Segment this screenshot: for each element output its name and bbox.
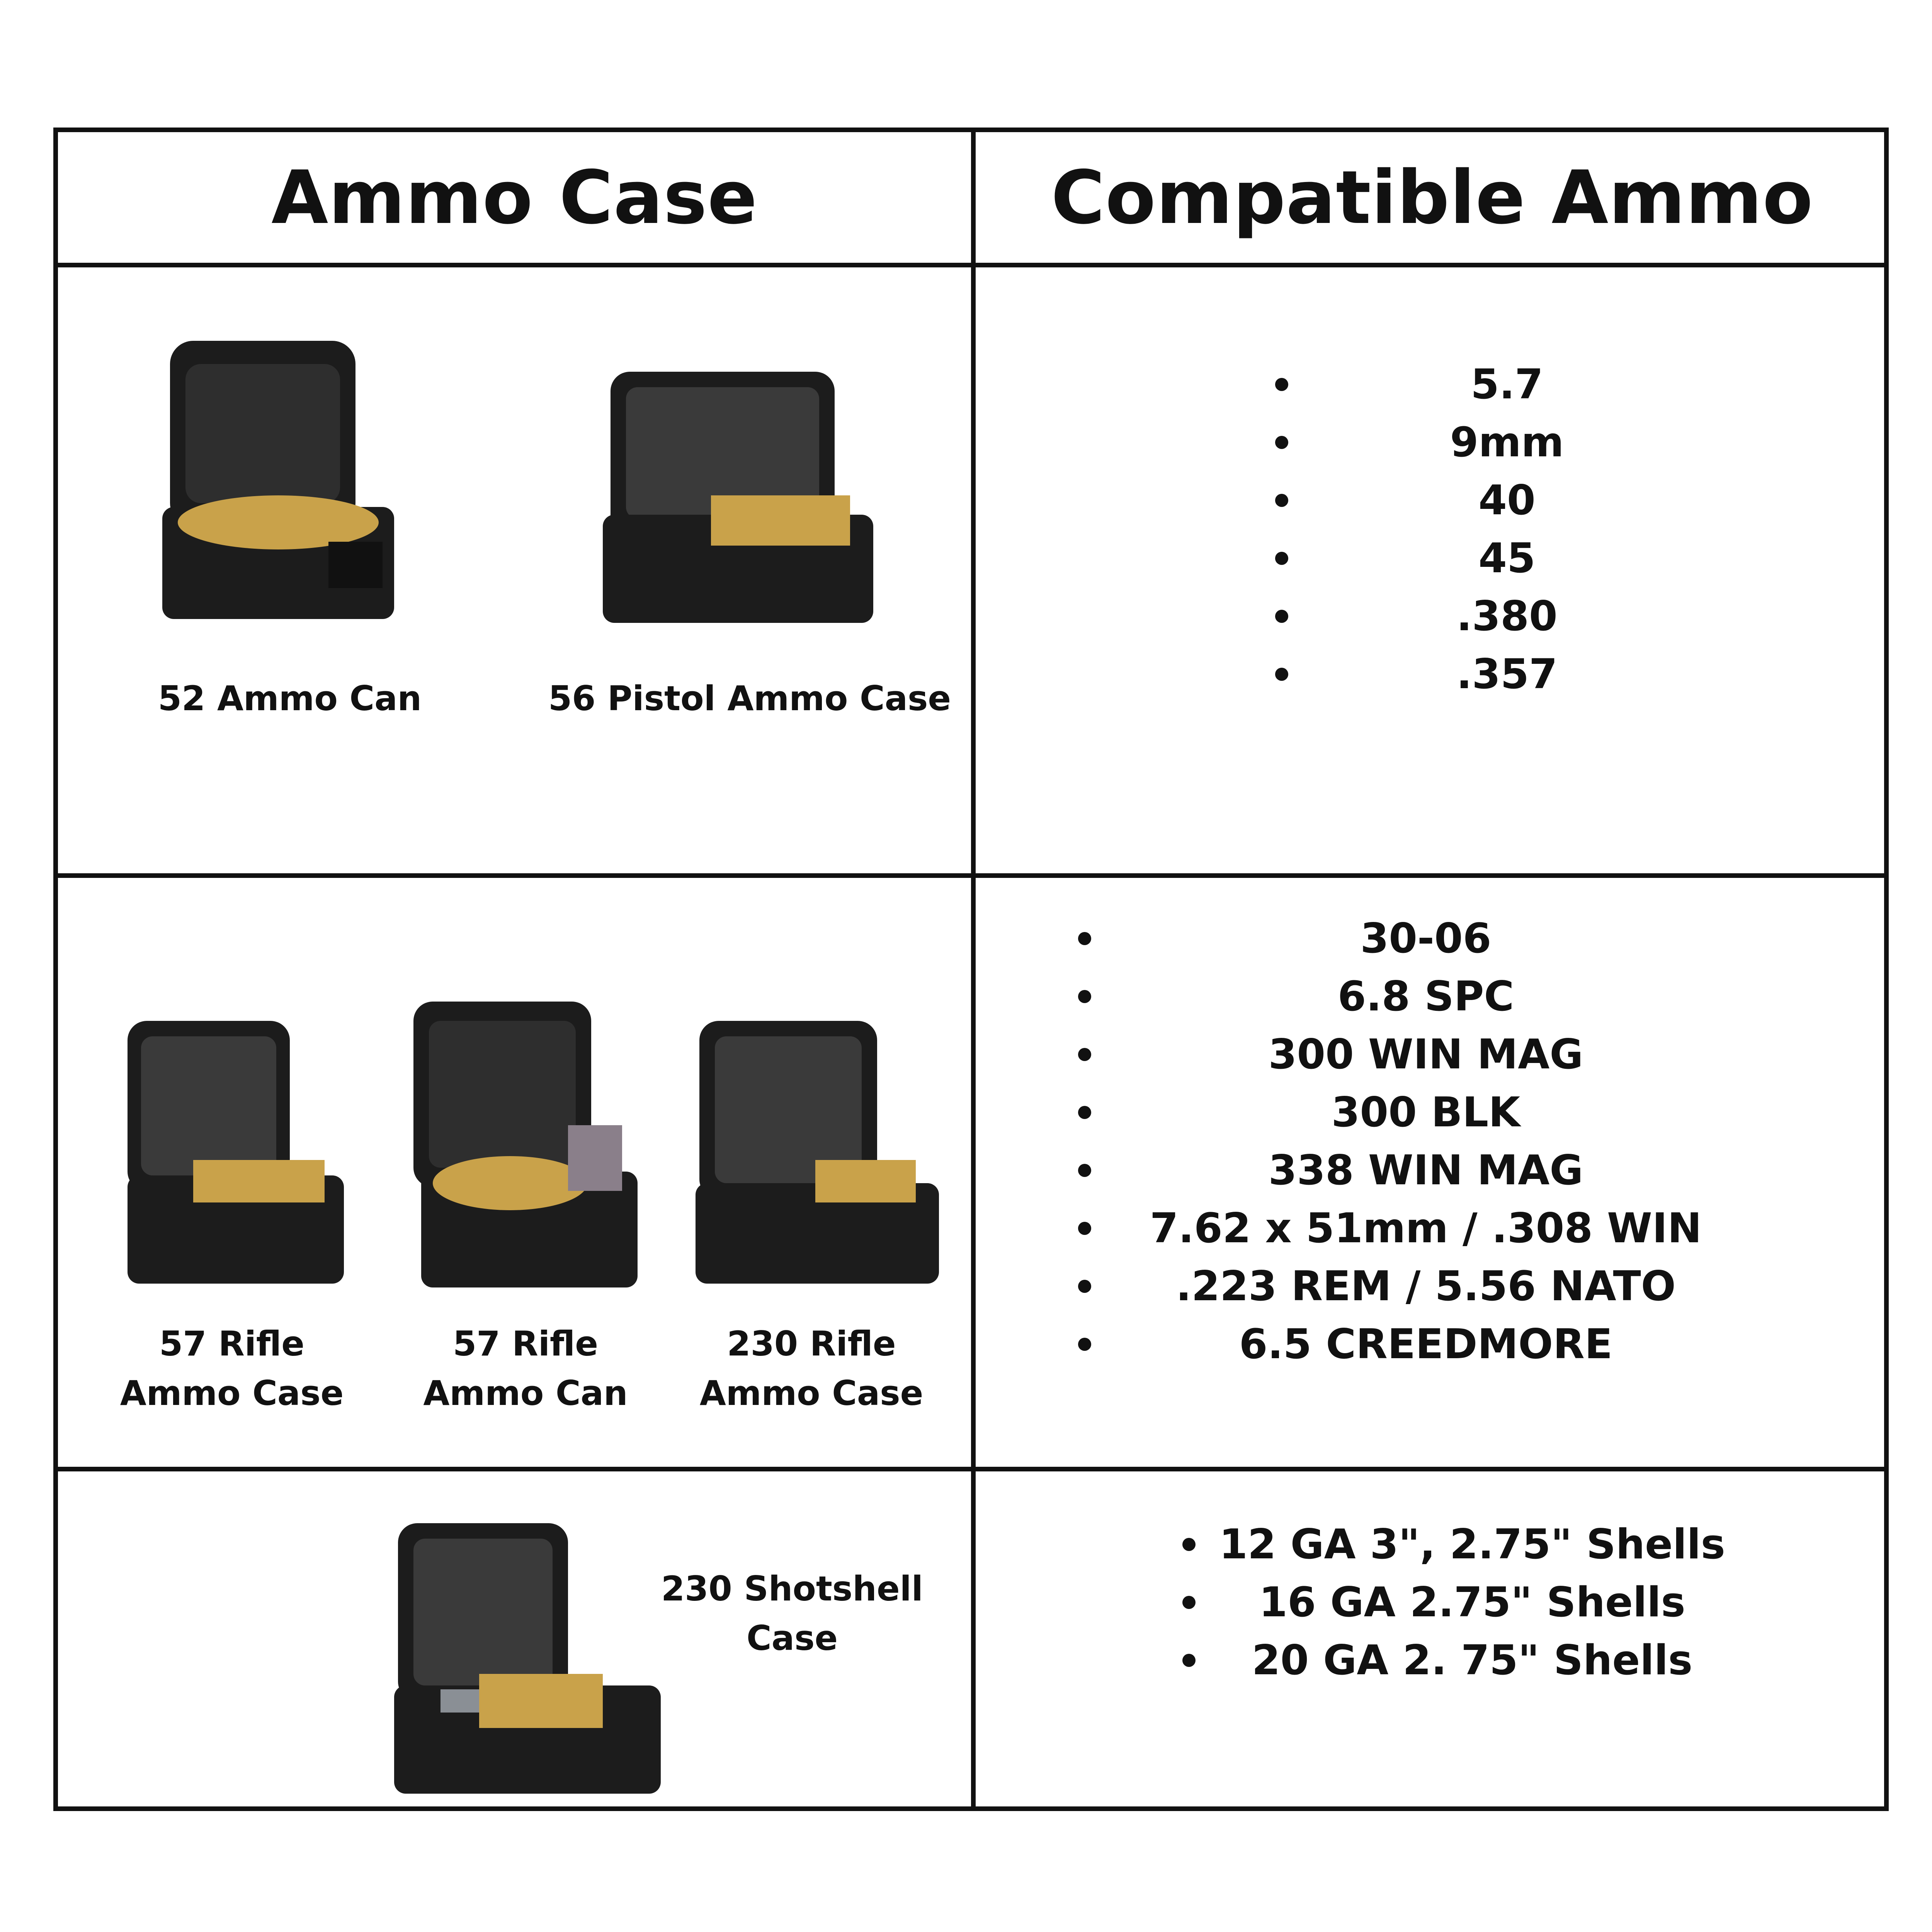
bullet-icon: [1182, 1538, 1196, 1551]
ammo-item: 40: [1275, 471, 1739, 529]
header-compatible-ammo: Compatible Ammo: [1051, 155, 1813, 240]
bullet-icon: [1078, 932, 1091, 945]
shotshell-case-image: [394, 1523, 661, 1794]
ammo-item: 9mm: [1275, 413, 1739, 471]
bullet-icon: [1182, 1654, 1196, 1667]
comparison-table: Ammo Case Compatible Ammo 52 Ammo Can 56…: [53, 128, 1889, 1811]
bullet-icon: [1275, 552, 1288, 565]
case-label-52-ammo-can: 52 Ammo Can: [158, 679, 422, 718]
rifle-ammo-case-image: [128, 1021, 344, 1284]
bullet-icon: [1275, 494, 1288, 507]
pistol-ammo-case-image: [603, 372, 873, 623]
bullet-icon: [1078, 1338, 1091, 1351]
ammo-item: 5.7: [1275, 355, 1739, 413]
large-rifle-ammo-case-image: [696, 1021, 939, 1284]
ammo-item: 338 WIN MAG: [1078, 1141, 1774, 1199]
column-divider: [971, 132, 976, 1806]
ammo-item: 6.8 SPC: [1078, 968, 1774, 1026]
ammo-item: 7.62 x 51mm / .308 WIN: [1078, 1199, 1774, 1257]
ammo-item: 45: [1275, 529, 1739, 587]
ammo-item: 300 WIN MAG: [1078, 1026, 1774, 1083]
bullet-icon: [1078, 1048, 1091, 1061]
ammo-list-pistol: 5.7 9mm 40 45 .380 .357: [1275, 355, 1739, 703]
ammo-item: .223 REM / 5.56 NATO: [1078, 1257, 1774, 1315]
bullet-icon: [1275, 610, 1288, 623]
ammo-list-rifle: 30-06 6.8 SPC 300 WIN MAG 300 BLK 338 WI…: [1078, 910, 1774, 1373]
ammo-item: 20 GA 2. 75" Shells: [1182, 1631, 1762, 1689]
header-ammo-case: Ammo Case: [271, 155, 758, 240]
bullet-icon: [1078, 1164, 1091, 1177]
ammo-item: 12 GA 3", 2.75" Shells: [1182, 1515, 1762, 1573]
row-divider: [58, 1467, 1884, 1471]
bullet-icon: [1078, 1280, 1091, 1293]
ammo-item: .380: [1275, 587, 1739, 645]
row-divider: [58, 263, 1884, 267]
ammo-item: 30-06: [1078, 910, 1774, 968]
bullet-icon: [1182, 1596, 1196, 1609]
ammo-item: 300 BLK: [1078, 1083, 1774, 1141]
rifle-ammo-can-image: [413, 1002, 638, 1287]
pistol-ammo-can-image: [162, 341, 394, 619]
bullet-icon: [1275, 378, 1288, 391]
ammo-list-shotshell: 12 GA 3", 2.75" Shells 16 GA 2.75" Shell…: [1182, 1515, 1762, 1689]
bullet-icon: [1275, 668, 1288, 681]
bullet-icon: [1078, 1106, 1091, 1119]
ammo-item: .357: [1275, 645, 1739, 703]
bullet-icon: [1275, 436, 1288, 449]
bullet-icon: [1078, 1222, 1091, 1235]
ammo-item: 6.5 CREEDMORE: [1078, 1315, 1774, 1373]
case-label-56-pistol-ammo-case: 56 Pistol Ammo Case: [548, 679, 951, 718]
row-divider: [58, 873, 1884, 878]
bullet-icon: [1078, 990, 1091, 1003]
ammo-item: 16 GA 2.75" Shells: [1182, 1573, 1762, 1631]
